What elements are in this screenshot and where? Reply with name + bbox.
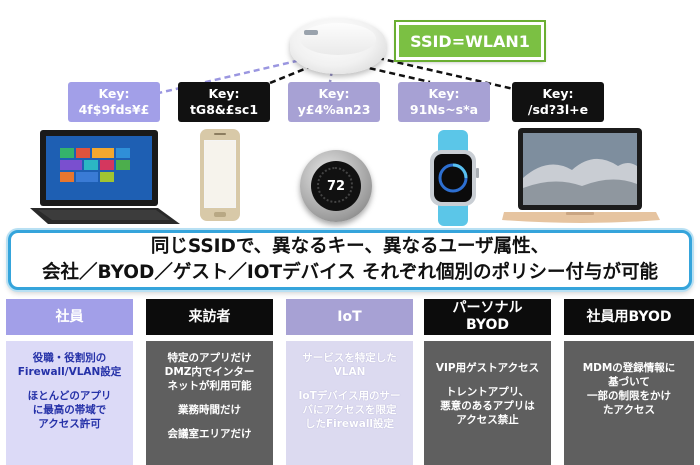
key-label-3: Key: y£4%an23 [288, 82, 380, 122]
key-label-4: Key: 91Ns~s*a [398, 82, 490, 122]
column-body: VIP用ゲストアクセス トレントアプリ、 悪意のあるアプリは アクセス禁止 [424, 341, 551, 465]
access-point-icon [290, 18, 386, 74]
policy-text: IoTデバイス用のサー [299, 389, 401, 403]
policy-text: MDMの登録情報に [583, 361, 676, 375]
policy-text: バにアクセスを限定 [303, 403, 397, 417]
column-title: 社員用BYOD [564, 299, 694, 335]
policy-text: ほとんどのアプリ [28, 389, 112, 403]
column-title-text: 来訪者 [189, 309, 231, 326]
column-title: パーソナル BYOD [424, 299, 551, 335]
column-title-text: 社員 [56, 309, 84, 326]
column-iot: IoT サービスを特定した VLAN IoTデバイス用のサー バにアクセスを限定… [286, 299, 413, 465]
policy-text: 基づいて [608, 375, 650, 389]
column-title-text: IoT [337, 309, 361, 326]
policy-text: アクセス許可 [38, 417, 100, 431]
banner-line-2: 会社／BYOD／ゲスト／IOTデバイス それぞれ個別のポリシー付与が可能 [42, 260, 658, 286]
key-label-text: Key: [98, 86, 129, 102]
access-point-top [300, 23, 376, 55]
thermostat-icon: 72 [300, 150, 372, 222]
policy-banner: 同じSSIDで、異なるキー、異なるユーザ属性、 会社／BYOD／ゲスト／IOTデ… [8, 230, 692, 290]
policy-text: VIP用ゲストアクセス [436, 361, 539, 375]
policy-text: Firewall/VLAN設定 [18, 365, 122, 379]
policy-text: サービスを特定した [302, 351, 397, 365]
column-title-text: BYOD [466, 317, 509, 334]
access-point-logo [304, 30, 318, 35]
policy-text: DMZ内でインター [165, 365, 255, 379]
policy-text: 特定のアプリだけ [168, 351, 252, 365]
policy-text: たアクセス [603, 403, 655, 417]
key-value: 91Ns~s*a [410, 102, 478, 118]
key-label-1: Key: 4f$9fds¥£ [68, 82, 160, 122]
column-title-text: 社員用BYOD [586, 309, 671, 326]
tablet-icon [30, 128, 190, 226]
column-body: MDMの登録情報に 基づいて 一部の制限をかけ たアクセス [564, 341, 694, 465]
column-employee: 社員 役職・役割別の Firewall/VLAN設定 ほとんどのアプリ に最高の… [6, 299, 133, 465]
banner-line-1: 同じSSIDで、異なるキー、異なるユーザ属性、 [151, 234, 549, 260]
policy-text: アクセス禁止 [456, 413, 518, 427]
key-value: /sd?3l+e [528, 102, 588, 118]
column-body: 役職・役割別の Firewall/VLAN設定 ほとんどのアプリ に最高の帯域で… [6, 341, 133, 465]
policy-text: 一部の制限をかけ [587, 389, 671, 403]
policy-text: トレントアプリ、 [446, 385, 529, 399]
column-personal-byod: パーソナル BYOD VIP用ゲストアクセス トレントアプリ、 悪意のあるアプリ… [424, 299, 551, 465]
smartwatch-icon [426, 130, 480, 226]
key-value: tG8&£sc1 [190, 102, 258, 118]
column-title-text: パーソナル [453, 300, 523, 317]
column-title: IoT [286, 299, 413, 335]
thermostat-screen: 72 [311, 161, 361, 211]
policy-text: したFirewall設定 [305, 417, 394, 431]
policy-text: 会議室エリアだけ [168, 427, 252, 441]
key-value: y£4%an23 [298, 102, 371, 118]
column-body: 特定のアプリだけ DMZ内でインター ネットが利用可能 業務時間だけ 会議室エリ… [146, 341, 273, 465]
policy-text: 役職・役割別の [33, 351, 107, 365]
policy-text: 悪意のあるアプリは [440, 399, 535, 413]
key-value: 4f$9fds¥£ [79, 102, 150, 118]
column-title: 来訪者 [146, 299, 273, 335]
key-label-text: Key: [208, 86, 239, 102]
column-body: サービスを特定した VLAN IoTデバイス用のサー バにアクセスを限定 したF… [286, 341, 413, 465]
key-label-5: Key: /sd?3l+e [512, 82, 604, 122]
key-label-text: Key: [428, 86, 459, 102]
thermostat-temperature: 72 [327, 179, 345, 194]
policy-text: に最高の帯域で [33, 403, 107, 417]
policy-text: VLAN [334, 365, 366, 379]
key-label-2: Key: tG8&£sc1 [178, 82, 270, 122]
smartphone-icon [198, 128, 242, 224]
ssid-badge: SSID=WLAN1 [396, 22, 544, 60]
column-visitor: 来訪者 特定のアプリだけ DMZ内でインター ネットが利用可能 業務時間だけ 会… [146, 299, 273, 465]
policy-text: 業務時間だけ [178, 403, 241, 417]
key-label-text: Key: [318, 86, 349, 102]
column-title: 社員 [6, 299, 133, 335]
key-label-text: Key: [542, 86, 573, 102]
laptop-icon [502, 126, 662, 226]
column-employee-byod: 社員用BYOD MDMの登録情報に 基づいて 一部の制限をかけ たアクセス [564, 299, 694, 465]
policy-text: ネットが利用可能 [168, 379, 252, 393]
